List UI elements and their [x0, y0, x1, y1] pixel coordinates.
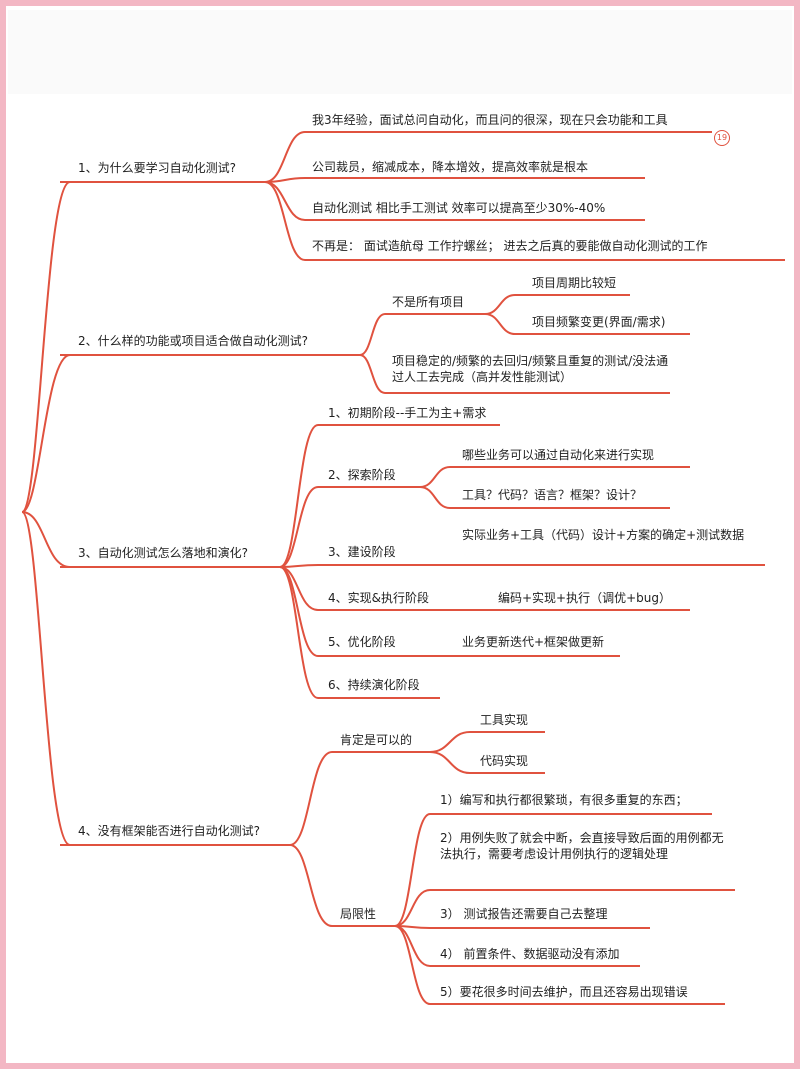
- connector-root-b4: [21, 511, 71, 846]
- branch-3-stage-1: 1、初期阶段--手工为主+需求: [328, 406, 487, 420]
- connector-b1-i3: [264, 181, 645, 221]
- connector-b3-s3: [279, 564, 765, 568]
- connector-b2-notall: [359, 313, 485, 356]
- branch-1-label: 1、为什么要学习自动化测试?: [78, 161, 237, 175]
- connector-b2-i2: [484, 313, 690, 335]
- connector-root-b3: [21, 511, 71, 568]
- connector-root-b1: [21, 181, 71, 513]
- branch-2-label: 2、什么样的功能或项目适合做自动化测试?: [78, 334, 309, 348]
- branch-4-limit-item-3: 3） 测试报告还需要自己去整理: [440, 907, 608, 921]
- branch-4-yes-item-1: 工具实现: [480, 713, 529, 727]
- branch-3-build-note: 实际业务+工具（代码）设计+方案的确定+测试数据: [462, 528, 745, 542]
- branch-4-yes: 肯定是可以的: [340, 733, 413, 747]
- branch-3-exec-note: 编码+实现+执行（调优+bug）: [498, 591, 672, 605]
- branch-3-stage-2: 2、探索阶段: [328, 468, 396, 482]
- connector-root-b2: [21, 354, 71, 513]
- mindmap-canvas: [10, 95, 790, 1013]
- connector-b3-s1: [279, 424, 500, 568]
- connector-b4-lim-i2: [394, 889, 735, 927]
- branch-1-item-2: 公司裁员，缩减成本，降本增效，提高效率就是根本: [312, 160, 589, 174]
- branch-3-explore-item-1: 哪些业务可以通过自动化来进行实现: [462, 448, 655, 462]
- connector-b2-i1: [484, 294, 630, 315]
- branch-4-limits: 局限性: [340, 907, 377, 921]
- connector-b4-lim-i1: [394, 813, 712, 927]
- connector-b4-lim-i3: [394, 925, 650, 929]
- connector-b1-i2: [264, 177, 645, 183]
- branch-3-stage-4: 4、实现&执行阶段: [328, 591, 429, 605]
- connector-b1-i1: [264, 131, 712, 183]
- branch-2-stable: 项目稳定的/频繁的去回归/频繁且重复的测试/没法通过人工去完成（高并发性能测试）: [392, 354, 669, 384]
- branch-3-stage-5: 5、优化阶段: [328, 635, 396, 649]
- branch-1-item-4: 不再是： 面试造航母 工作拧螺丝； 进去之后真的要能做自动化测试的工作: [312, 239, 708, 253]
- branch-4-limit-item-4: 4） 前置条件、数据驱动没有添加: [440, 947, 620, 961]
- connector-b3-s2: [279, 486, 420, 568]
- connector-b3-explore-i1: [419, 466, 690, 488]
- branch-2-not-all-item-1: 项目周期比较短: [532, 276, 617, 290]
- blank-header-area: [8, 10, 792, 94]
- connector-b4-limits: [289, 844, 395, 927]
- connector-b3-s6: [279, 566, 440, 699]
- connector-b3-s4: [279, 566, 690, 611]
- branch-2-not-all: 不是所有项目: [392, 295, 465, 309]
- branch-3-stage-3: 3、建设阶段: [328, 545, 396, 559]
- connector-b3-explore-i2: [419, 486, 670, 509]
- branch-4-label: 4、没有框架能否进行自动化测试?: [78, 824, 261, 838]
- branch-4-limit-item-1: 1）编写和执行都很繁琐，有很多重复的东西；: [440, 793, 688, 807]
- branch-3-optimize-note: 业务更新迭代+框架做更新: [462, 635, 605, 649]
- branch-4-yes-item-2: 代码实现: [480, 754, 529, 768]
- connector-b1-i4: [264, 181, 785, 261]
- connector-b4-yes: [289, 751, 430, 846]
- branch-1-item-3: 自动化测试 相比手工测试 效率可以提高至少30%-40%: [312, 201, 606, 215]
- branch-3-stage-6: 6、持续演化阶段: [328, 678, 420, 692]
- branch-4-limit-item-5: 5）要花很多时间去维护，而且还容易出现错误: [440, 985, 688, 999]
- connector-b4-yes-i1: [429, 731, 545, 753]
- connector-b2-stable: [359, 354, 670, 394]
- branch-2-not-all-item-2: 项目频繁变更(界面/需求): [532, 315, 666, 329]
- branch-1-item-1: 我3年经验，面试总问自动化，而且问的很深，现在只会功能和工具: [312, 113, 668, 127]
- branch-4-limit-item-2: 2）用例失败了就会中断，会直接导致后面的用例都无法执行，需要考虑设计用例执行的逻…: [440, 831, 724, 861]
- connector-b4-yes-i2: [429, 751, 545, 774]
- comment-count-badge[interactable]: 19: [714, 130, 730, 146]
- branch-3-explore-item-2: 工具？代码？语言？框架？设计？: [462, 488, 643, 502]
- branch-3-label: 3、自动化测试怎么落地和演化?: [78, 546, 249, 560]
- connector-b4-lim-i5: [394, 925, 725, 1005]
